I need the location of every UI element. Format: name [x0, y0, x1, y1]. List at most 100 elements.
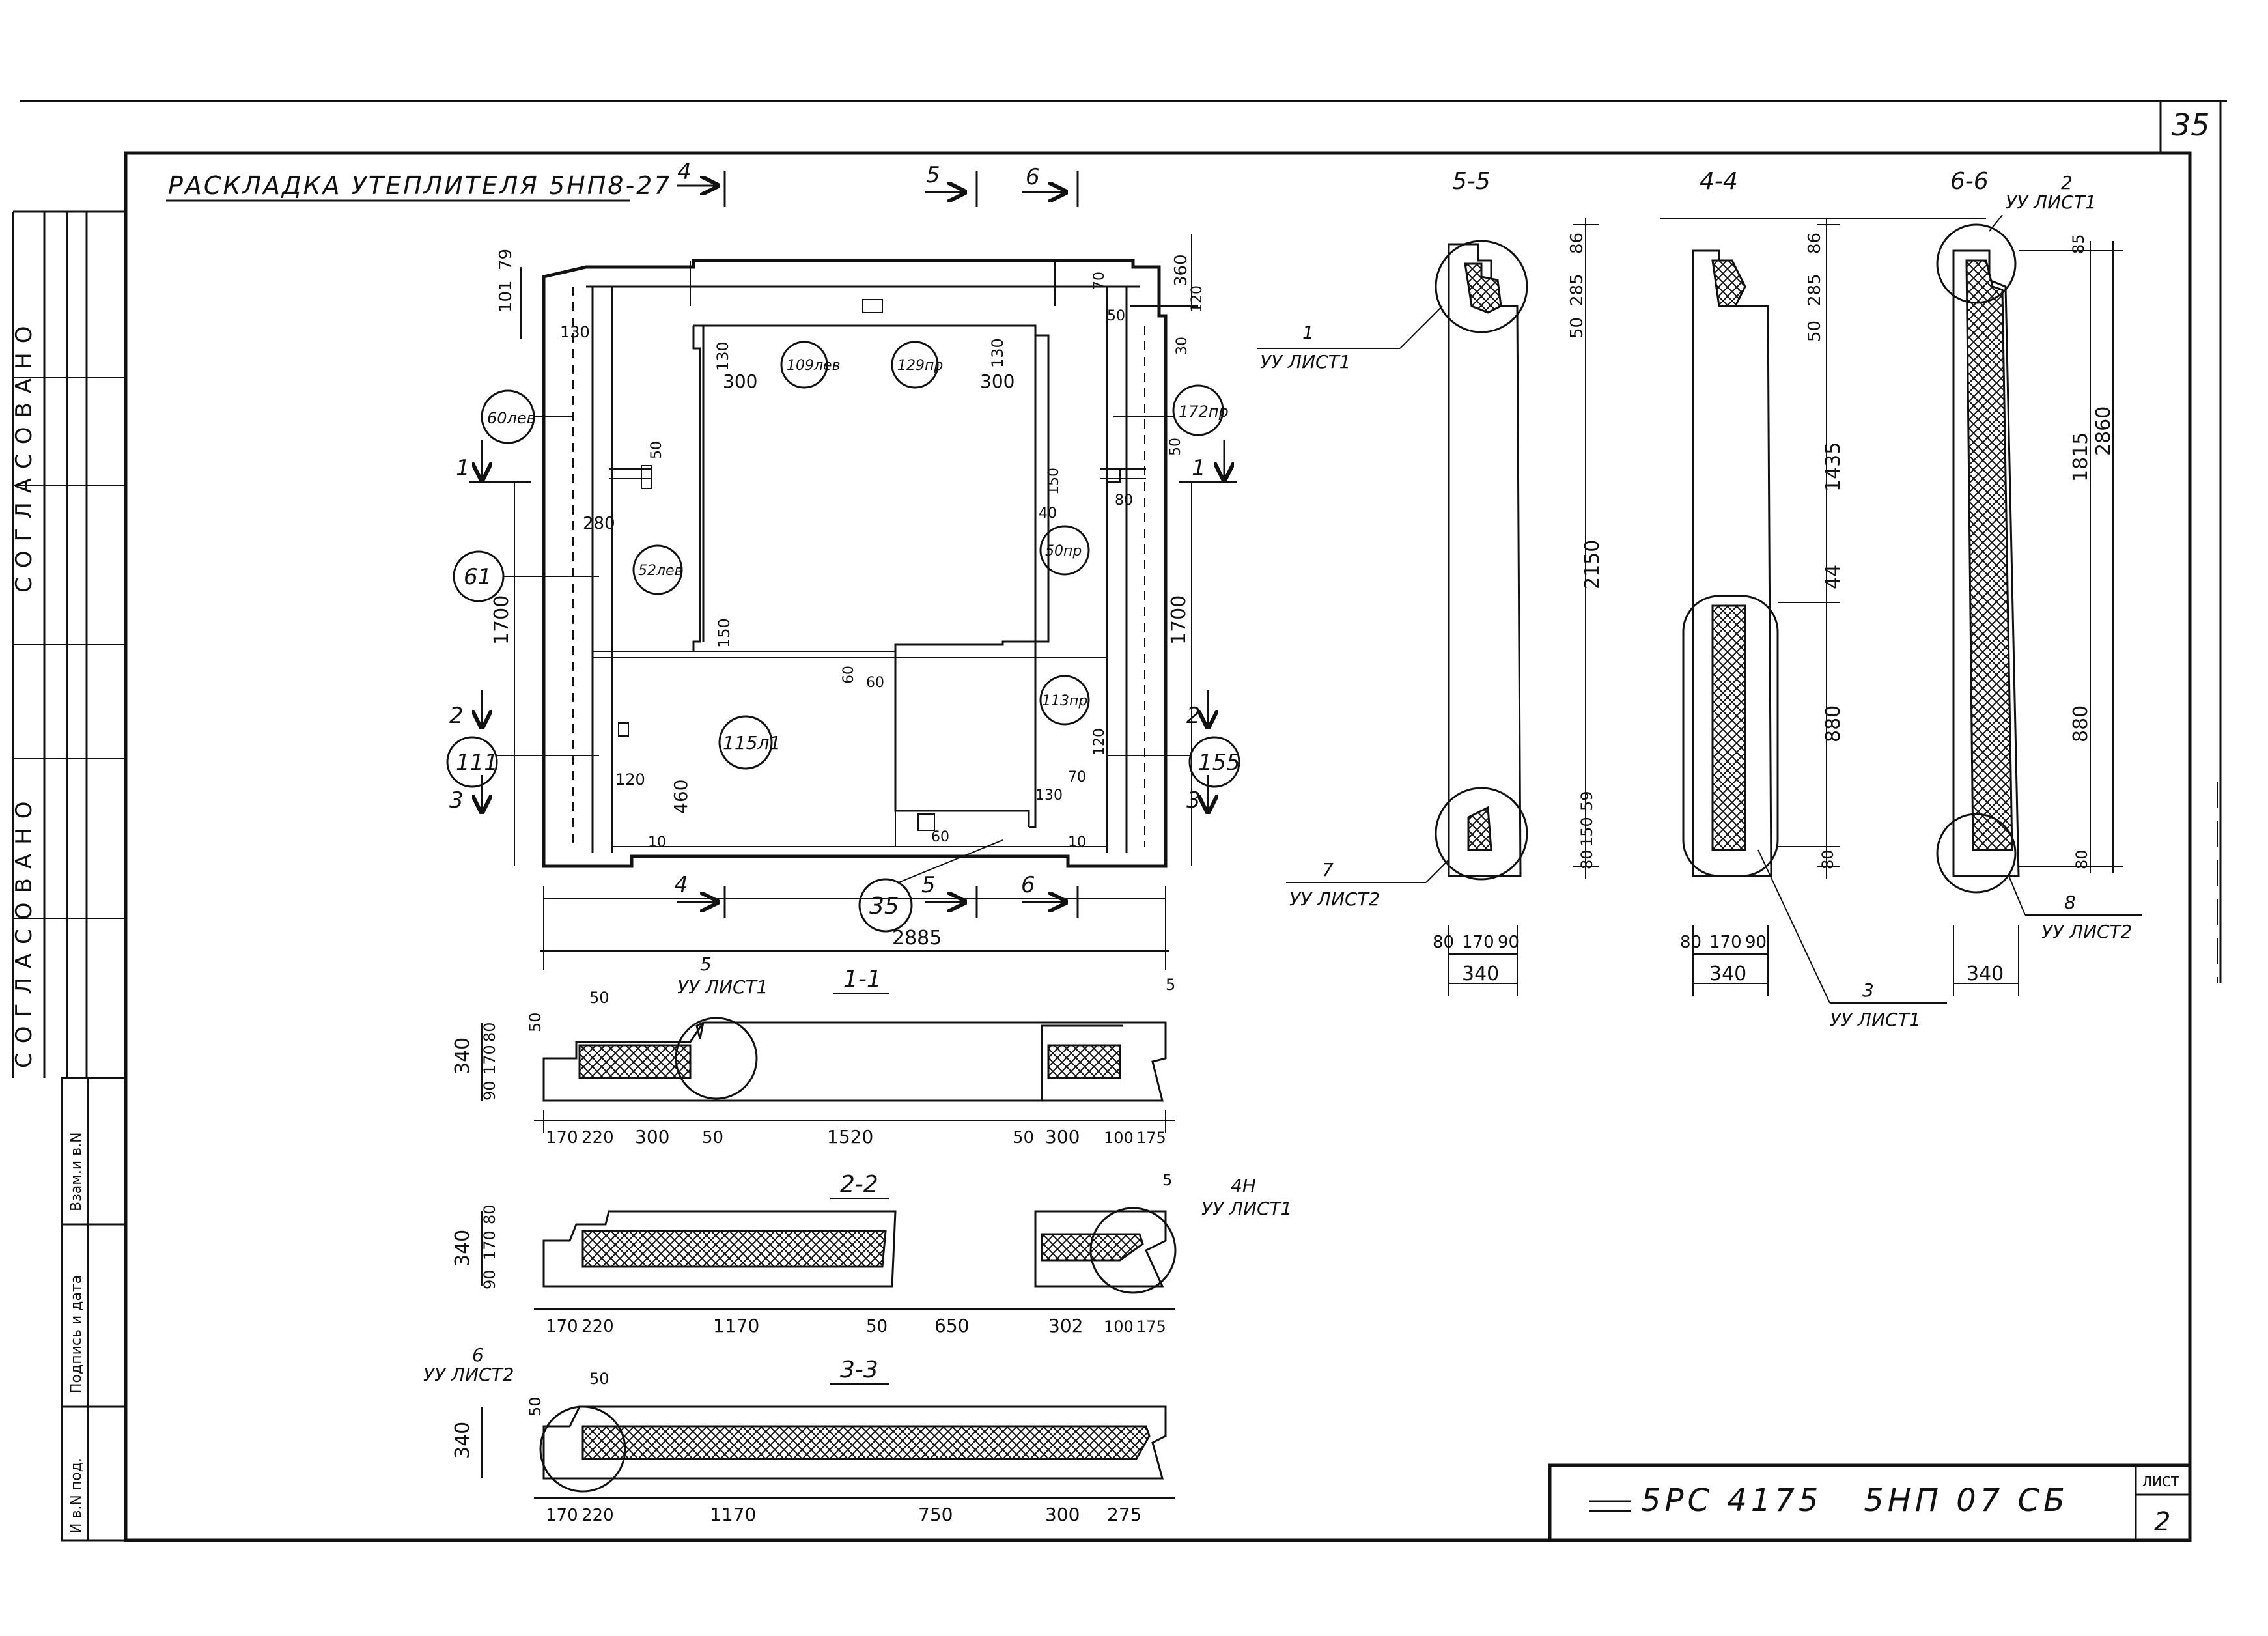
plan-dim-280: 280	[583, 514, 615, 533]
list-number: 2	[2154, 1507, 2170, 1537]
svg-text:80: 80	[1819, 849, 1837, 869]
svg-text:80: 80	[481, 1022, 499, 1042]
plan-dim-50-c: 50	[649, 441, 665, 459]
plan-dim-460: 460	[670, 780, 692, 814]
stamp-code: 5РС 4175 5НП 07 СБ	[1641, 1482, 2069, 1519]
uu-callout-5: УУ ЛИСТ1	[677, 976, 768, 998]
section-2-2	[534, 1207, 1177, 1310]
svg-text:86: 86	[1805, 233, 1825, 254]
balloon-172pr: 172пр	[1113, 384, 1229, 436]
svg-text:115л1: 115л1	[723, 732, 781, 754]
svg-text:300: 300	[635, 1126, 669, 1148]
balloon-61: 61	[453, 550, 599, 602]
plan-dim-150-b: 150	[1046, 468, 1062, 495]
svg-text:7: 7	[1322, 859, 1334, 881]
svg-text:2860: 2860	[2092, 406, 2115, 456]
cut-marker-5-top: 5	[925, 162, 978, 207]
cut-marker-6-top: 6	[1022, 164, 1079, 207]
section-2-2-label: 2-2	[840, 1171, 878, 1198]
svg-text:1: 1	[1192, 455, 1206, 481]
svg-text:111: 111	[456, 750, 498, 776]
svg-text:113пр: 113пр	[1042, 693, 1087, 709]
cut-marker-4-top: 4	[677, 159, 726, 207]
section-5-5	[1435, 218, 1599, 996]
plan-dim-1700-left: 1700	[490, 595, 513, 645]
svg-text:172пр: 172пр	[1179, 402, 1229, 421]
svg-text:1170: 1170	[713, 1315, 759, 1336]
svg-text:УУ ЛИСТ2: УУ ЛИСТ2	[1289, 888, 1380, 910]
cut-marker-2-left: 2	[449, 690, 482, 729]
plan-dim-10-b: 10	[1068, 834, 1086, 851]
svg-text:340: 340	[1967, 963, 2004, 985]
section-5-5-dims: 86 285 50 2150 59 150 80 80 170 90 340	[1433, 233, 1604, 985]
svg-text:5: 5	[926, 162, 940, 188]
plan-dim-70-b: 70	[1068, 769, 1086, 785]
svg-text:УУ ЛИСТ1: УУ ЛИСТ1	[2006, 191, 2097, 213]
svg-text:150: 150	[1578, 817, 1596, 847]
svg-text:1170: 1170	[710, 1504, 756, 1525]
svg-text:3: 3	[449, 787, 464, 813]
svg-text:340: 340	[1709, 963, 1746, 985]
svg-text:220: 220	[581, 1506, 614, 1525]
svg-text:285: 285	[1805, 274, 1825, 306]
svg-text:340: 340	[451, 1422, 474, 1459]
section-4-4	[1682, 218, 1840, 1004]
balloon-109lev: 109лев	[780, 341, 841, 389]
svg-text:60лев: 60лев	[487, 409, 536, 427]
uu-callout-4n: УУ ЛИСТ1	[1201, 1198, 1293, 1219]
plan-dim-80: 80	[1115, 492, 1133, 509]
balloon-60lev: 60лев	[481, 389, 573, 444]
svg-text:50: 50	[866, 1317, 888, 1336]
main-plan	[542, 259, 1168, 868]
svg-text:50: 50	[589, 989, 609, 1007]
plan-dim-70: 70	[1091, 272, 1108, 290]
uu-callout-3: 3 УУ ЛИСТ1	[1830, 980, 1947, 1030]
plan-dim-130-b: 130	[714, 341, 732, 371]
svg-text:100: 100	[1104, 1318, 1134, 1336]
svg-text:170: 170	[546, 1128, 578, 1148]
plan-dim-79: 79	[496, 249, 516, 270]
svg-text:750: 750	[918, 1504, 953, 1525]
svg-text:300: 300	[1045, 1504, 1080, 1525]
plan-dim-10-a: 10	[648, 834, 666, 851]
svg-text:2: 2	[2061, 172, 2073, 193]
svg-text:УУ ЛИСТ2: УУ ЛИСТ2	[2041, 921, 2133, 942]
svg-text:4: 4	[674, 872, 688, 898]
plan-dim-150-a: 150	[715, 618, 733, 648]
svg-text:340: 340	[451, 1230, 474, 1267]
plan-dim-40: 40	[1039, 505, 1057, 522]
svg-text:155: 155	[1198, 750, 1240, 776]
page-number: 35	[2172, 107, 2210, 143]
title-block	[1548, 1463, 2192, 1542]
section-6-6-label: 6-6	[1950, 168, 1989, 195]
svg-text:80: 80	[481, 1204, 499, 1224]
svg-text:44: 44	[1822, 565, 1845, 589]
plan-dim-101: 101	[496, 280, 516, 313]
section-1-1-label: 1-1	[843, 966, 882, 993]
plan-dim-50-a: 50	[1107, 308, 1125, 324]
section-6-6-dims: 85 1815 2860 880 80 340	[1967, 234, 2115, 985]
svg-text:8: 8	[2064, 892, 2076, 913]
side-stamp	[12, 210, 127, 1542]
uu-callout-8: 8 УУ ЛИСТ2	[2025, 892, 2142, 942]
svg-text:220: 220	[581, 1128, 614, 1148]
plan-dim-60-c: 60	[931, 829, 949, 845]
svg-text:35: 35	[869, 893, 899, 920]
balloon-155: 155	[1107, 736, 1240, 788]
svg-text:109лев: 109лев	[787, 358, 841, 374]
drawing-title: РАСКЛАДКА УТЕПЛИТЕЛЯ 5НП8-27	[168, 171, 672, 200]
svg-text:175: 175	[1136, 1318, 1166, 1336]
balloon-35: 35	[858, 839, 1003, 933]
plan-dim-120-c: 120	[1091, 728, 1108, 755]
svg-text:50: 50	[1805, 320, 1825, 342]
svg-text:УУ ЛИСТ1: УУ ЛИСТ1	[1830, 1009, 1921, 1030]
uu-callout-2: 2 УУ ЛИСТ1	[2006, 172, 2097, 213]
cut-marker-2-right: 2	[1186, 690, 1208, 729]
svg-text:302: 302	[1048, 1315, 1083, 1336]
list-label: ЛИСТ	[2142, 1474, 2179, 1489]
section-4-4-dims: 86 285 50 1435 44 880 80 80 170 90 340	[1680, 233, 1845, 985]
svg-text:90: 90	[481, 1269, 499, 1290]
cut-marker-1-left: 1	[456, 440, 531, 483]
svg-text:90: 90	[481, 1080, 499, 1101]
svg-text:300: 300	[1045, 1126, 1080, 1148]
